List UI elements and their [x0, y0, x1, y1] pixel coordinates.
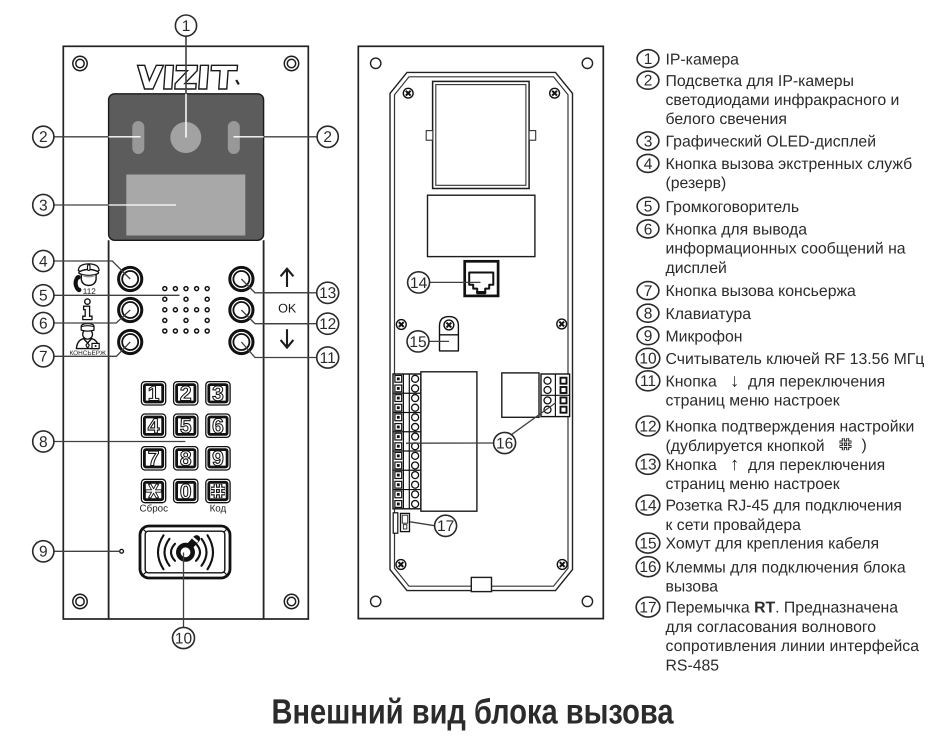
- svg-text:информационных сообщений на: информационных сообщений на: [666, 241, 906, 258]
- svg-text:OK: OK: [278, 301, 297, 315]
- svg-text:Считыватель ключей RF 13.56 МГ: Считыватель ключей RF 13.56 МГц: [666, 351, 925, 368]
- svg-text:10: 10: [175, 630, 193, 647]
- svg-text:Клавиатура: Клавиатура: [666, 306, 752, 323]
- svg-text:12: 12: [639, 418, 656, 435]
- svg-text:(дублируется кнопкой: (дублируется кнопкой: [666, 438, 825, 455]
- svg-text:Кнопка для вывода: Кнопка для вывода: [666, 222, 808, 239]
- svg-text:15: 15: [409, 334, 426, 351]
- svg-text:2: 2: [644, 73, 653, 90]
- svg-text:КОНСЬЕРЖ: КОНСЬЕРЖ: [69, 350, 105, 357]
- svg-text:к сети провайдера: к сети провайдера: [666, 517, 802, 534]
- svg-text:9: 9: [39, 544, 48, 561]
- svg-text:6: 6: [644, 221, 653, 238]
- svg-text:для согласования волнового: для согласования волнового: [666, 619, 877, 636]
- svg-text:Микрофон: Микрофон: [666, 328, 743, 345]
- svg-text:дисплей: дисплей: [666, 260, 727, 277]
- svg-text:3: 3: [644, 133, 653, 150]
- svg-text:6: 6: [212, 415, 224, 438]
- svg-text:страниц меню настроек: страниц меню настроек: [666, 393, 840, 410]
- svg-text:1: 1: [182, 18, 191, 35]
- svg-text:Хомут для крепления кабеля: Хомут для крепления кабеля: [666, 536, 880, 553]
- svg-text:11: 11: [320, 350, 336, 367]
- svg-text:2: 2: [39, 129, 48, 146]
- svg-text:14: 14: [410, 275, 428, 292]
- svg-text:4: 4: [644, 156, 653, 173]
- svg-text:5: 5: [39, 288, 48, 305]
- svg-text:13: 13: [639, 457, 656, 474]
- svg-text:8: 8: [180, 448, 192, 471]
- svg-text:13: 13: [319, 285, 336, 302]
- svg-text:9: 9: [644, 328, 653, 345]
- svg-text:11: 11: [640, 373, 656, 390]
- svg-text:17: 17: [437, 518, 454, 535]
- svg-text:16: 16: [639, 559, 656, 576]
- svg-text:сопротивления линии интерфейса: сопротивления линии интерфейса: [666, 638, 920, 655]
- svg-text:белого свечения: белого свечения: [666, 111, 787, 128]
- svg-text:9: 9: [212, 448, 224, 471]
- svg-text:RS-485: RS-485: [666, 657, 720, 674]
- svg-text:10: 10: [639, 351, 657, 368]
- svg-text:5: 5: [180, 415, 192, 438]
- svg-text:IP-камера: IP-камера: [666, 51, 740, 68]
- svg-text:Сброс: Сброс: [140, 504, 169, 515]
- svg-text:2: 2: [180, 383, 192, 406]
- svg-text:Кнопка вызова консьержа: Кнопка вызова консьержа: [666, 283, 857, 300]
- svg-text:12: 12: [319, 316, 336, 333]
- svg-text:3: 3: [212, 383, 224, 406]
- svg-text:8: 8: [39, 434, 48, 451]
- svg-text:Подсветка для IP-камеры: Подсветка для IP-камеры: [666, 73, 854, 90]
- svg-text:2: 2: [323, 129, 332, 146]
- svg-text:4: 4: [148, 415, 160, 438]
- svg-text:1: 1: [644, 51, 653, 68]
- svg-text:): ): [862, 437, 867, 454]
- svg-text:1: 1: [148, 383, 160, 406]
- svg-text:Громкоговоритель: Громкоговоритель: [666, 199, 800, 216]
- svg-text:0: 0: [180, 480, 192, 503]
- svg-text:Внешний вид блока вызова: Внешний вид блока вызова: [272, 693, 674, 732]
- svg-text:светодиодами инфракрасного и: светодиодами инфракрасного и: [666, 92, 900, 109]
- svg-text:4: 4: [39, 253, 48, 270]
- svg-text:17: 17: [639, 600, 656, 617]
- svg-text:7: 7: [39, 349, 48, 366]
- svg-text:112: 112: [83, 287, 96, 296]
- svg-text:Перемычка RT. Предназначена: Перемычка RT. Предназначена: [666, 600, 899, 617]
- svg-text:3: 3: [39, 197, 48, 214]
- svg-text:Кнопка вызова экстренных служб: Кнопка вызова экстренных служб: [666, 156, 913, 173]
- svg-text:6: 6: [39, 315, 48, 332]
- svg-text:Кнопка ↑ для переключения: Кнопка ↑ для переключения: [666, 453, 886, 474]
- svg-text:5: 5: [644, 199, 653, 216]
- svg-text:Кнопка ↓ для переключения: Кнопка ↓ для переключения: [666, 369, 886, 390]
- svg-text:Розетка RJ-45 для подключения: Розетка RJ-45 для подключения: [666, 498, 902, 515]
- svg-text:(резерв): (резерв): [666, 175, 727, 192]
- svg-text:Кнопка подтверждения настройки: Кнопка подтверждения настройки: [666, 419, 915, 436]
- svg-text:7: 7: [148, 448, 160, 471]
- svg-text:7: 7: [644, 283, 653, 300]
- svg-text:Графический OLED-дисплей: Графический OLED-дисплей: [666, 134, 877, 151]
- svg-text:14: 14: [639, 498, 657, 515]
- svg-text:Клеммы для подключения блока: Клеммы для подключения блока: [666, 559, 906, 576]
- svg-text:8: 8: [644, 306, 653, 323]
- svg-text:Код: Код: [210, 504, 227, 515]
- svg-text:страниц меню настроек: страниц меню настроек: [666, 476, 840, 493]
- svg-text:вызова: вызова: [666, 579, 719, 596]
- svg-text:16: 16: [496, 435, 513, 452]
- svg-text:15: 15: [639, 536, 656, 553]
